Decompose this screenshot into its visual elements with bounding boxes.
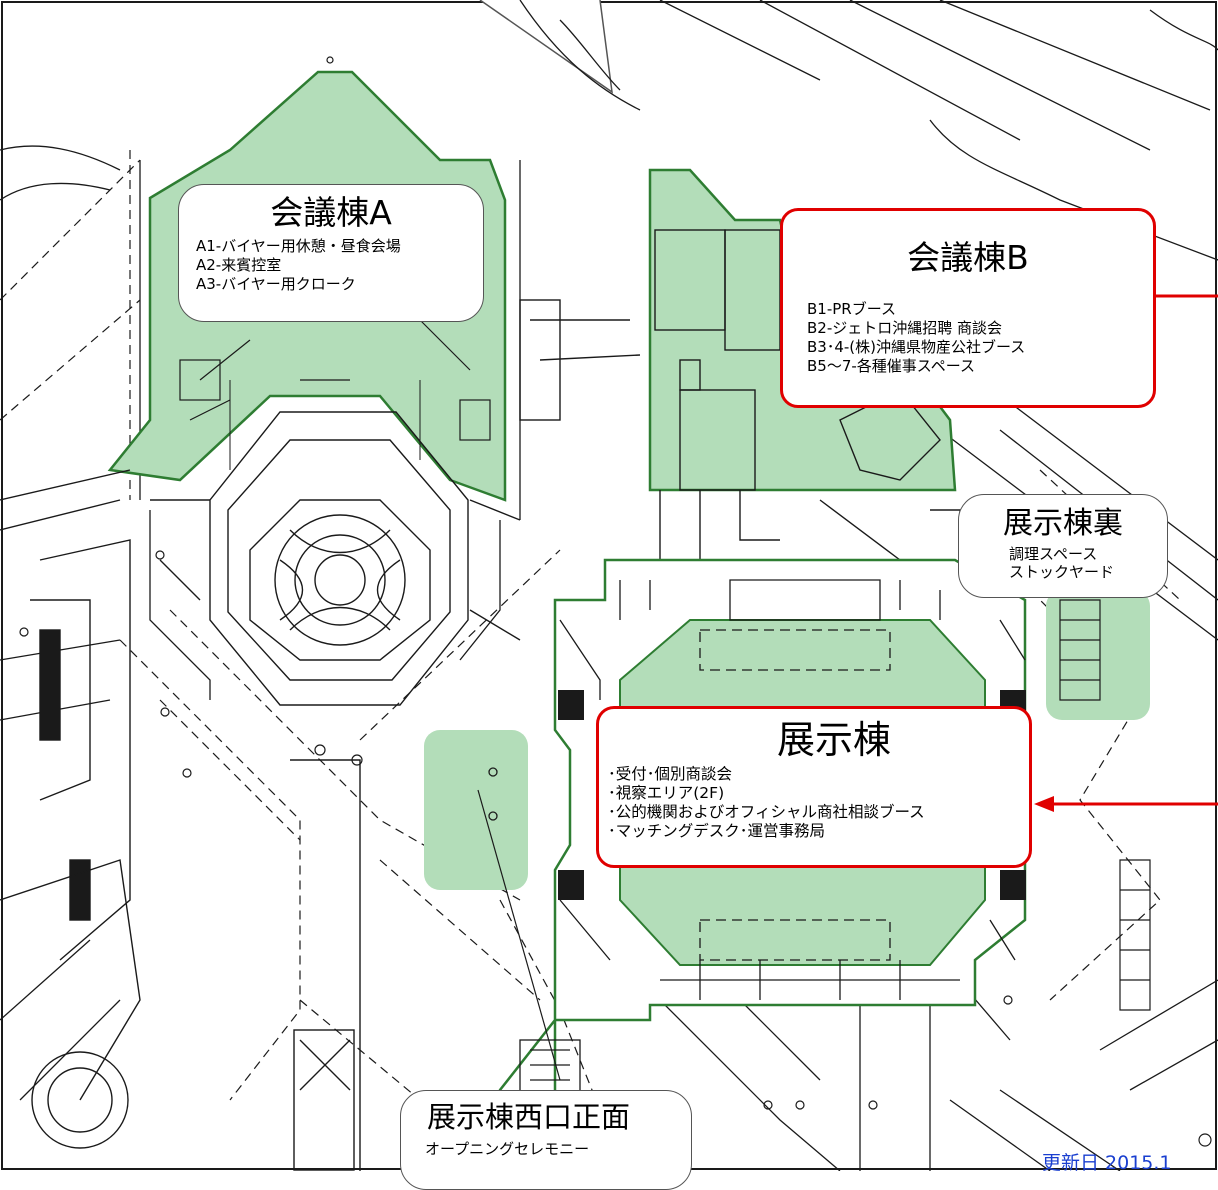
building-a-title: 会議棟A bbox=[270, 193, 392, 232]
building-b-label: 会議棟B B1-PRブース B2-ジェトロ沖縄招聘 商談会 B3･4-(株)沖縄… bbox=[780, 208, 1156, 408]
corridor bbox=[659, 490, 961, 561]
building-a-label: 会議棟A A1-バイヤー用休憩・昼食会場 A2-来賓控室 A3-バイヤー用クロー… bbox=[178, 184, 484, 322]
west-entrance-items: オープニングセレモニー bbox=[425, 1140, 691, 1159]
dome-structure bbox=[150, 411, 521, 706]
update-date-label: 更新日 2015.1 bbox=[1042, 1152, 1172, 1174]
building-b-item: B5～7-各種催事スペース bbox=[807, 357, 975, 375]
west-entrance-label: 展示棟西口正面 オープニングセレモニー bbox=[400, 1090, 692, 1190]
exhibition-title: 展示棟 bbox=[776, 718, 891, 762]
building-b-title: 会議棟B bbox=[907, 238, 1029, 277]
exhibition-item: ･公的機関およびオフィシャル商社相談ブース bbox=[608, 803, 925, 821]
exhibition-back-label: 展示棟裏 調理スペース ストックヤード bbox=[958, 494, 1168, 598]
building-a-items: A1-バイヤー用休憩・昼食会場 A2-来賓控室 A3-バイヤー用クローク bbox=[196, 237, 483, 294]
plaza-green-area bbox=[424, 730, 528, 890]
exhibition-back-items: 調理スペース ストックヤード bbox=[1009, 545, 1167, 581]
building-b-item: B2-ジェトロ沖縄招聘 商談会 bbox=[807, 319, 1003, 337]
left-structures bbox=[0, 469, 361, 1171]
back-yard-green-area bbox=[1046, 590, 1150, 720]
exhibition-back-item: 調理スペース bbox=[1009, 545, 1098, 563]
building-b-item: B1-PRブース bbox=[807, 300, 896, 318]
exhibition-back-title: 展示棟裏 bbox=[1003, 506, 1123, 541]
building-b-item: B3･4-(株)沖縄県物産公社ブース bbox=[807, 338, 1026, 356]
building-a-item: A3-バイヤー用クローク bbox=[196, 275, 356, 293]
building-a-item: A2-来賓控室 bbox=[196, 256, 282, 274]
exhibition-items: ･受付･個別商談会 ･視察エリア(2F) ･公的機関およびオフィシャル商社相談ブ… bbox=[608, 765, 1029, 841]
west-entrance-item: オープニングセレモニー bbox=[425, 1140, 590, 1158]
map-markers bbox=[19, 56, 1212, 1147]
exhibition-item: ･受付･個別商談会 bbox=[608, 765, 733, 783]
exhibition-back-item: ストックヤード bbox=[1009, 563, 1115, 581]
exhibition-item: ･マッチングデスク･運営事務局 bbox=[608, 822, 826, 840]
exhibition-item: ･視察エリア(2F) bbox=[608, 784, 725, 802]
exhibition-label: 展示棟 ･受付･個別商談会 ･視察エリア(2F) ･公的機関およびオフィシャル商… bbox=[596, 706, 1032, 868]
top-callout-tail bbox=[479, 0, 613, 94]
building-b-items: B1-PRブース B2-ジェトロ沖縄招聘 商談会 B3･4-(株)沖縄県物産公社… bbox=[807, 300, 1153, 376]
building-a-item: A1-バイヤー用休憩・昼食会場 bbox=[196, 237, 401, 255]
west-entrance-title: 展示棟西口正面 bbox=[427, 1100, 631, 1134]
